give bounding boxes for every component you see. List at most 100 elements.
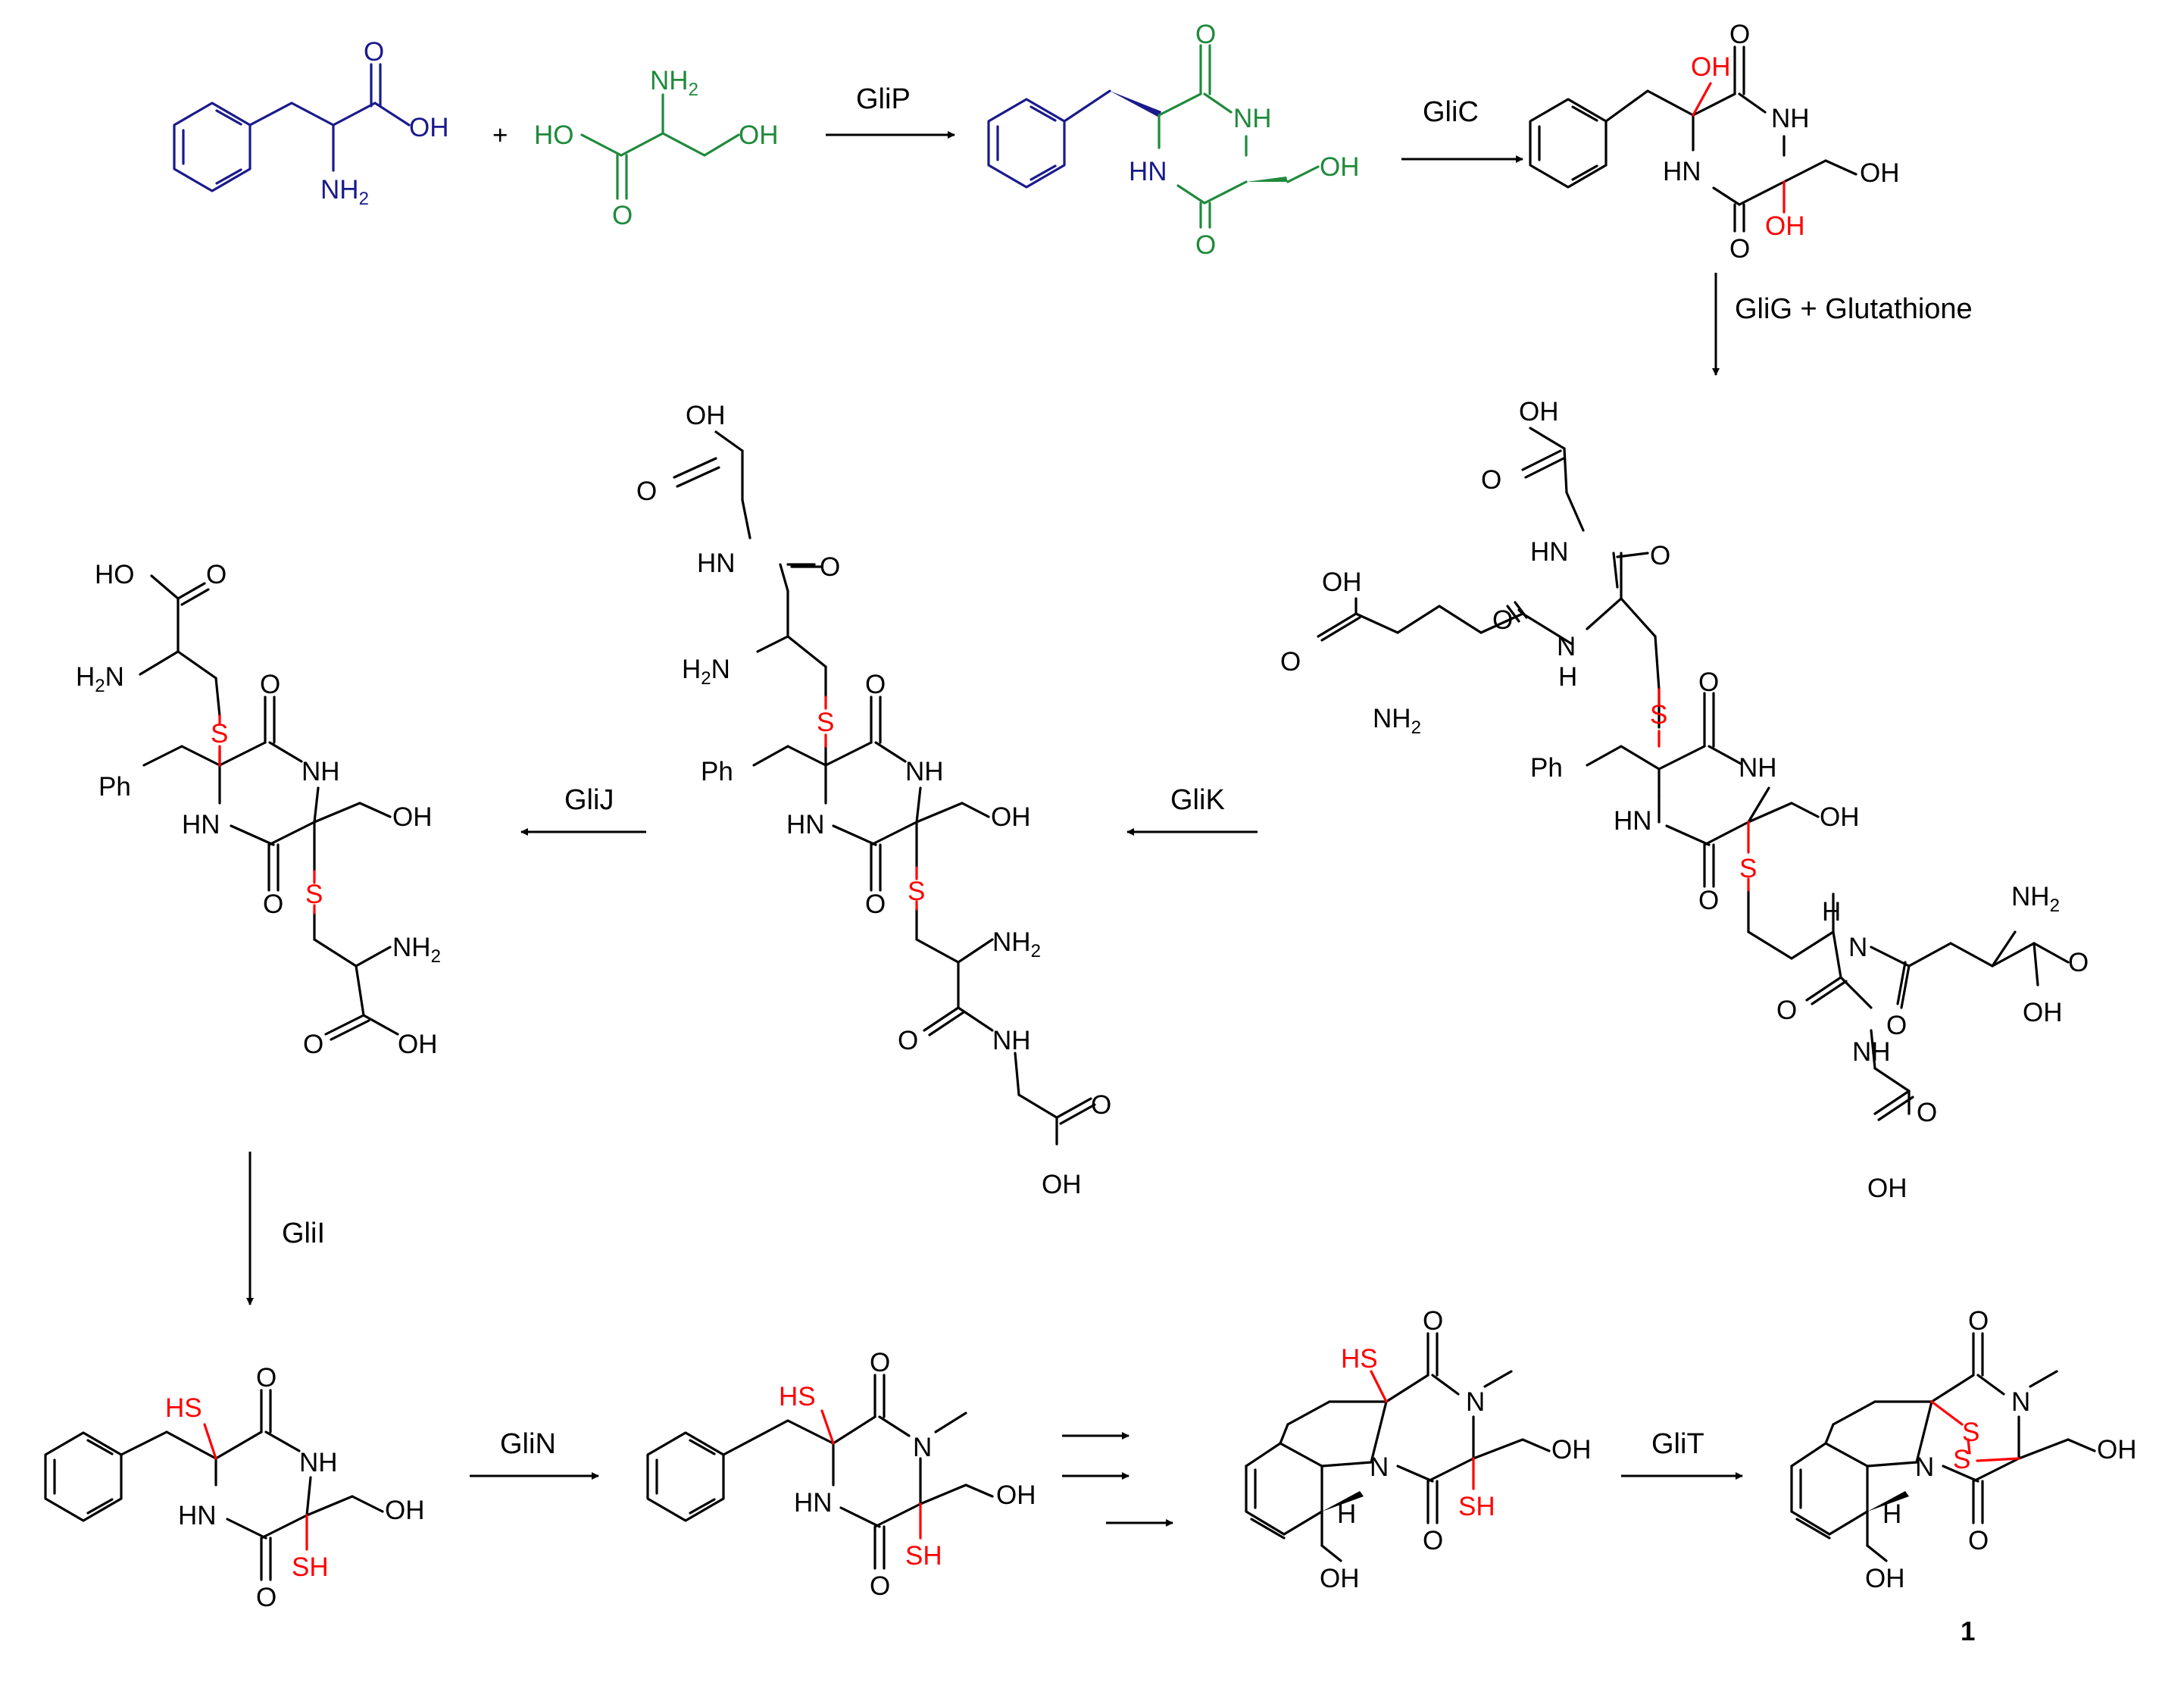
atom-s-bottom: S [305, 880, 323, 909]
atom-nh: NH [299, 1448, 338, 1477]
atom-o-top: O [1729, 20, 1750, 49]
enzyme-glin: GliN [500, 1428, 556, 1460]
atom-nh: NH [1771, 104, 1810, 133]
atom-nh: NH [1739, 753, 1777, 783]
gliotoxin-compound-1: S S O N N H OH O OH 1 [1790, 1306, 2137, 1646]
dihydroxy-diketopiperazine: OH O NH HN OH OH O [1529, 20, 1900, 264]
dithiol-gliotoxin-precursor: HS O N N H OH SH O OH [1245, 1306, 1592, 1593]
atom-nh2: NH2 [392, 933, 441, 967]
bis-glutathione-adduct: OH O HN O OH O NH2 O N H S O Ph NH HN OH… [1280, 397, 2089, 1203]
atom-oh: OH [1519, 397, 1559, 427]
atom-o: O [612, 201, 633, 230]
atom-o: O [1698, 886, 1719, 915]
atom-s-top: S [817, 708, 834, 737]
atom-o-bottom: O [1423, 1526, 1443, 1555]
enzyme-glip: GliP [856, 83, 911, 115]
diketopiperazine-phe-ser: HN O NH OH O [987, 20, 1360, 260]
atom-hn: HN [1663, 157, 1701, 186]
atom-sh: SH [905, 1541, 942, 1571]
atom-nh2: NH2 [1373, 704, 1421, 738]
enzyme-glic: GliC [1423, 96, 1479, 128]
atom-s-top: S [1650, 700, 1667, 730]
enzyme-glig: GliG + Glutathione [1735, 293, 1973, 325]
dithiol-diketopiperazine: HS O NH HN OH SH O [44, 1363, 425, 1612]
atom-o-bottom: O [1729, 234, 1750, 264]
atom-oh: OH [1322, 567, 1362, 597]
atom-s-bottom: S [1739, 854, 1757, 883]
atom-o: O [263, 889, 283, 919]
plus-sign: + [492, 120, 508, 150]
atom-o: O [206, 560, 227, 589]
atom-hn: HN [178, 1501, 217, 1530]
atom-o: O [1280, 647, 1301, 677]
atom-o: O [820, 552, 840, 582]
atom-h: H [1822, 897, 1841, 927]
atom-o-top: O [256, 1363, 277, 1393]
atom-nh: NH [1233, 104, 1272, 133]
atom-o: O [1698, 667, 1719, 697]
atom-hn: HN [1614, 806, 1652, 836]
atom-oh: OH [686, 401, 726, 430]
enzyme-glij: GliJ [564, 784, 614, 816]
atom-n-right: N [1466, 1387, 1485, 1417]
atom-nh: NH [1852, 1037, 1891, 1067]
atom-o: O [865, 889, 886, 919]
atom-n: N [913, 1433, 932, 1462]
atom-o: O [364, 37, 384, 67]
atom-s-lower: S [1953, 1445, 1970, 1474]
atom-oh: OH [991, 802, 1031, 832]
atom-ph: Ph [1530, 753, 1563, 783]
phenylalanine: O OH NH2 [173, 37, 449, 209]
atom-o-top: O [870, 1348, 890, 1377]
atom-h2n: H2N [76, 662, 124, 696]
compound-number: 1 [1961, 1617, 1975, 1646]
atom-oh: OH [2097, 1435, 2137, 1465]
atom-hn: HN [794, 1488, 833, 1518]
atom-s-upper: S [1962, 1418, 1979, 1447]
atom-ph: Ph [701, 757, 733, 786]
atom-hn: HN [786, 810, 825, 839]
atom-o: O [2068, 948, 2089, 977]
atom-s-bottom: S [908, 877, 925, 906]
atom-oh: OH [1042, 1170, 1082, 1199]
atom-h: H [1558, 662, 1577, 692]
atom-oh: OH [1867, 1174, 1907, 1203]
atom-hs: HS [165, 1393, 202, 1423]
atom-o-bottom: O [1968, 1526, 1989, 1555]
n-methyl-dithiol-diketopiperazine: HS O N HN OH SH O [646, 1348, 1036, 1601]
atom-ho: HO [534, 120, 574, 150]
atom-o: O [898, 1026, 918, 1055]
enzyme-glit: GliT [1651, 1428, 1704, 1460]
atom-oh: OH [409, 113, 449, 142]
atom-oh-red-bottom: OH [1765, 211, 1805, 241]
reaction-arrows [246, 131, 1743, 1527]
atom-n: N [1848, 933, 1867, 962]
atom-o: O [1492, 605, 1513, 635]
atom-nh2: NH2 [992, 927, 1041, 961]
atom-oh: OH [1820, 802, 1860, 832]
atom-sh: SH [1458, 1492, 1495, 1521]
atom-oh: OH [1860, 158, 1900, 188]
atom-nh: NH [302, 757, 340, 786]
atom-oh-ring: OH [1865, 1564, 1905, 1593]
atom-o-bottom: O [870, 1571, 890, 1601]
atom-o: O [1917, 1098, 1937, 1127]
atom-nh2: NH2 [650, 66, 698, 100]
atom-hs: HS [779, 1382, 816, 1412]
atom-n-right: N [2011, 1387, 2030, 1417]
atom-h: H [1882, 1499, 1901, 1529]
atom-nh: NH [992, 1026, 1031, 1055]
atom-o: O [1776, 996, 1797, 1025]
atom-o: O [636, 477, 657, 506]
atom-oh: OH [2023, 998, 2063, 1027]
atom-nh: N [1557, 632, 1576, 661]
atom-o-top: O [1423, 1306, 1443, 1336]
atom-sh: SH [292, 1552, 329, 1582]
atom-nh: NH [905, 757, 944, 786]
atom-ho: HO [95, 560, 135, 589]
atom-o: O [1650, 541, 1670, 571]
atom-n-left: N [1915, 1452, 1934, 1482]
atom-o-bottom: O [256, 1583, 277, 1612]
atom-o: O [260, 670, 280, 699]
